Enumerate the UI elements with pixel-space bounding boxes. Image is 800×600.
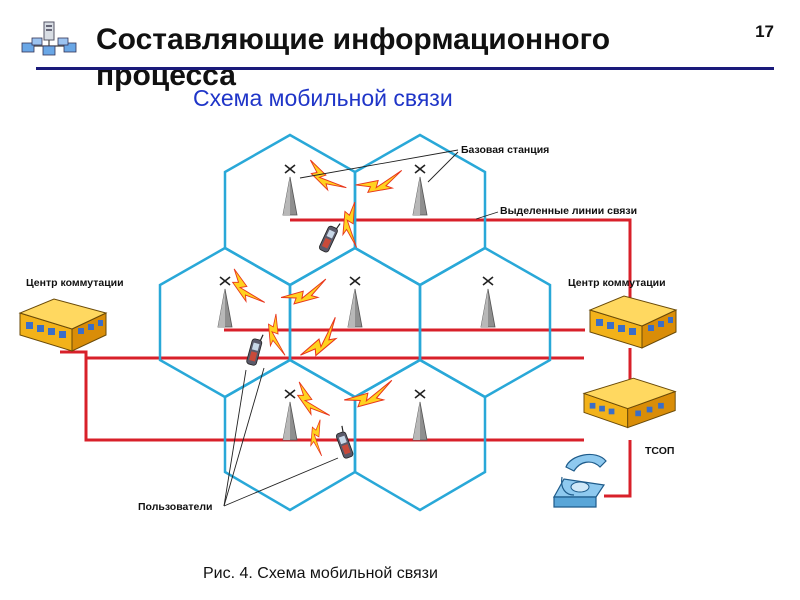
- mobile-network-diagram: Базовая станция Выделенные линии связи Ц…: [19, 133, 677, 513]
- pstn-building-icon: [582, 377, 677, 429]
- users-label: Пользователи: [138, 501, 212, 513]
- telephone-icon: [552, 453, 607, 508]
- switching-center-right-label: Центр коммутации: [568, 277, 666, 289]
- base-station-label: Базовая станция: [461, 144, 549, 156]
- switching-center-left-label: Центр коммутации: [26, 277, 124, 289]
- slide-number: 17: [755, 22, 774, 41]
- callout-lines: [223, 149, 499, 507]
- title-rule: [36, 67, 774, 70]
- slide-title: Составляющие информационного процесса: [96, 23, 611, 92]
- pstn-label: ТСОП: [645, 445, 674, 457]
- dedicated-lines-label: Выделенные линии связи: [500, 205, 637, 217]
- switching-center-right-icon: [589, 295, 677, 349]
- switching-center-left-icon: [19, 298, 107, 352]
- network-logo-icon: [21, 21, 77, 56]
- diagram-subtitle: Схема мобильной связи: [193, 85, 453, 111]
- figure-caption: Рис. 4. Схема мобильной связи: [203, 565, 438, 582]
- mobile-phone-icon: [245, 219, 355, 460]
